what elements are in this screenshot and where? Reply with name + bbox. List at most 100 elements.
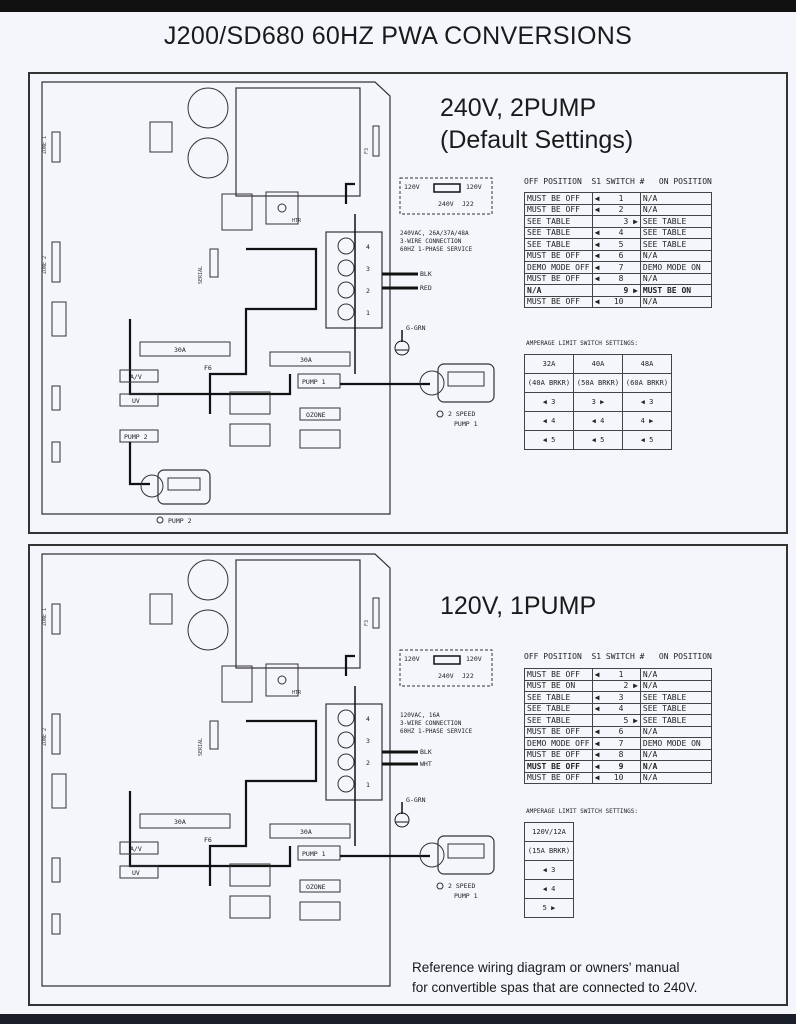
switch-number: 8 [618, 750, 624, 760]
switch-off-cell: MUST BE OFF [524, 771, 593, 784]
amp-sub-row: (15A BRKR) [524, 841, 574, 861]
voltage-note-line: 3-WIRE CONNECTION [400, 238, 462, 245]
pcb-outline [41, 553, 391, 987]
switch-number: 2 [618, 205, 624, 215]
amp-setting: ◀ 3 [622, 392, 672, 412]
label-htr: HTR [292, 218, 302, 224]
arrow-right-icon: ▶ [628, 285, 638, 295]
wire-harness [208, 247, 318, 414]
capacitor-icon [187, 87, 229, 129]
page-title: J200/SD680 60HZ PWA CONVERSIONS [163, 22, 633, 50]
amp-row: ◀ 4 ◀ 4 4 ▶ [524, 411, 672, 431]
heater-relay [265, 191, 299, 225]
transformer-outline [235, 87, 361, 197]
switch-on-cell: SEE TABLE [639, 215, 712, 228]
label-zone1: ZONE 1 [42, 608, 48, 626]
arrow-left-icon: ◀ [594, 773, 600, 783]
connector-j58 [51, 857, 61, 883]
amp-setting: 3 ▶ [573, 392, 623, 412]
switch-number: 10 [613, 297, 624, 307]
switch-number-cell: ◀6 [591, 249, 641, 262]
amp-setting: ◀ 5 [524, 430, 574, 450]
switch-header: OFF POSITION S1 SWITCH # ON POSITION [524, 652, 712, 661]
amp-head-row: 120V/12A [524, 822, 574, 842]
header-off: OFF POSITION [524, 652, 582, 661]
label-blk: BLK [420, 270, 432, 278]
switch-on-cell: N/A [639, 203, 712, 216]
amp-row: ◀ 5 ◀ 5 ◀ 5 [524, 430, 672, 450]
amp-breaker: (50A BRKR) [573, 373, 623, 393]
voltage-note-line: 60HZ 1-PHASE SERVICE [400, 246, 473, 253]
footnote: Reference wiring diagram or owners' manu… [412, 958, 697, 998]
arrow-left-icon: ◀ [594, 761, 600, 771]
amp-title: AMPERAGE LIMIT SWITCH SETTINGS: [526, 808, 638, 815]
bottom-edge-bar [0, 1014, 796, 1024]
pcb-outline [41, 81, 391, 515]
arrow-left-icon: ◀ [594, 750, 600, 760]
transformer-outline [235, 559, 361, 669]
pump-2-motor-icon [157, 469, 211, 505]
label-second-wire: RED [420, 284, 432, 292]
voltage-note-line: 240VAC, 26A/37A/48A [400, 230, 469, 237]
capacitor-icon [187, 609, 229, 651]
label-uv: UV [132, 397, 140, 405]
arrow-right-icon: ▶ [600, 398, 605, 406]
label-htr: HTR [292, 690, 302, 696]
switch-number-cell: ◀6 [591, 725, 641, 738]
amp-setting: ◀ 4 [524, 879, 574, 899]
switch-off-cell: MUST BE OFF [524, 760, 593, 773]
label-j22: J22 [462, 672, 474, 680]
switch-number-cell: ◀4 [591, 226, 641, 239]
switch-number-cell: ◀10 [591, 295, 641, 308]
panel-subheading: (Default Settings) [440, 126, 634, 154]
label-zone2: ZONE 2 [42, 256, 48, 274]
connector-j25 [51, 301, 67, 337]
label-ggrn: G-GRN [406, 324, 426, 332]
label-pump1-motor: PUMP 1 [454, 892, 478, 900]
arrow-left-icon: ◀ [591, 417, 596, 425]
amp-breaker: (15A BRKR) [524, 841, 574, 861]
connector-serial [209, 248, 219, 278]
amp-switch-number: 4 [546, 417, 556, 425]
connector-pump1 [297, 373, 341, 389]
capacitor-icon [187, 137, 229, 179]
amp-setting: ◀ 5 [573, 430, 623, 450]
label-av: A/V [130, 845, 142, 853]
arrow-left-icon [595, 716, 605, 725]
switch-number-cell: ◀2 [591, 203, 641, 216]
wire-harness [344, 182, 355, 204]
label-240v: 240V [438, 672, 454, 680]
switch-number: 4 [618, 704, 624, 714]
switch-off-cell: MUST BE ON [524, 679, 593, 692]
amp-setting: ◀ 3 [524, 392, 574, 412]
amp-row: ◀ 4 [524, 879, 574, 899]
arrow-right-icon: ▶ [551, 904, 556, 912]
heater-relay [265, 663, 299, 697]
arrow-left-icon: ◀ [542, 398, 547, 406]
arrow-left-icon: ◀ [594, 704, 600, 714]
switch-number-cell: ◀5 [591, 238, 641, 251]
connector-j59 [51, 913, 61, 935]
switch-number-cell: 3 ▶ [591, 215, 641, 228]
switch-off-cell: MUST BE OFF [524, 272, 593, 285]
label-120v-right: 120V [466, 655, 482, 663]
pump-1-motor-icon [437, 363, 495, 403]
switch-on-cell: N/A [639, 771, 712, 784]
amp-switch-number: 3 [546, 866, 556, 874]
label-30a-2: 30A [300, 356, 312, 364]
label-30a: 30A [174, 346, 186, 354]
switch-on-cell: N/A [639, 192, 712, 205]
terminal-screw-icon [337, 237, 355, 255]
switch-off-cell: SEE TABLE [524, 238, 593, 251]
switch-row: N/A 9 ▶MUST BE ON [524, 284, 712, 297]
switch-on-cell: SEE TABLE [639, 691, 712, 704]
voltage-note-line: 3-WIRE CONNECTION [400, 720, 462, 727]
